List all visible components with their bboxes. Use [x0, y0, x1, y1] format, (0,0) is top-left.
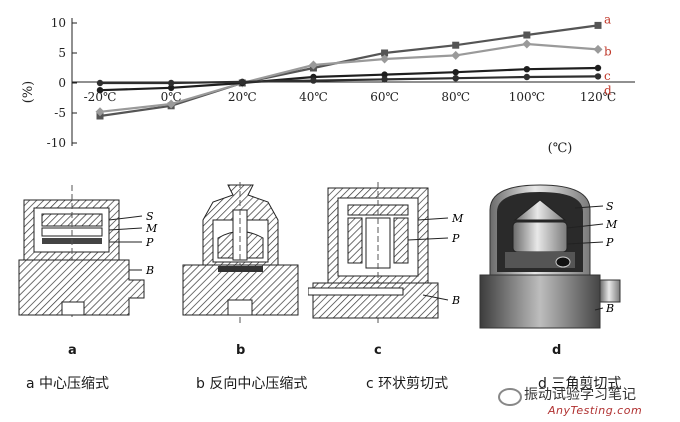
series-a-point: [381, 49, 389, 57]
label-b: B: [145, 264, 154, 277]
series-d-point: [594, 73, 602, 80]
series-d-point: [452, 75, 459, 82]
caption-b: b 反向中心压缩式: [196, 376, 308, 392]
y-tick-label: 10: [51, 16, 66, 30]
series-b-point: [308, 60, 318, 70]
series-a-point: [594, 21, 602, 29]
watermark-brand: 振动试验学习笔记: [524, 387, 636, 403]
series-d-label: d: [604, 83, 612, 97]
watermark-site: AnyTesting.com: [548, 404, 643, 417]
series-c-point: [167, 84, 175, 92]
series-b-point: [451, 50, 461, 60]
watermark-logo-icon: [498, 388, 522, 406]
series-d-line: [100, 75, 599, 85]
figure-letter-c: c: [374, 343, 382, 358]
label-m: M: [451, 212, 464, 225]
series-a-point: [523, 31, 531, 39]
figure-letter-a: a: [68, 343, 77, 358]
series-b-label: b: [604, 44, 612, 58]
series-c-point: [594, 64, 602, 72]
series-d-point: [523, 73, 531, 81]
temperature-sensitivity-chart: 10 5 0 -5 -10 -20℃ 0℃ 20℃ 40℃ 60℃ 80℃ 100℃ 120℃ a bc…: [21, 12, 635, 156]
series-d-point: [167, 79, 175, 87]
caption-c: c 环状剪切式: [366, 376, 449, 392]
series-c-point: [96, 87, 104, 94]
figure-b-inverted-center-compression: [178, 180, 303, 330]
series-b-point: [95, 107, 105, 117]
x-tick-label: 20℃: [228, 90, 257, 104]
series-a-line: [99, 24, 599, 118]
y-axis-label: (%): [21, 81, 36, 104]
x-tick-label: 80℃: [441, 90, 470, 104]
y-tick-label: 0: [58, 76, 66, 90]
series-c-line: [99, 66, 599, 92]
label-p: P: [605, 236, 614, 249]
figure-d-delta-shear: S M P B: [475, 180, 645, 330]
label-b: B: [605, 302, 614, 315]
series-b-point: [522, 39, 532, 49]
series-d-point: [381, 76, 388, 83]
x-tick-label: 60℃: [370, 90, 399, 104]
label-m: M: [605, 218, 618, 231]
figure-letter-b: b: [236, 343, 246, 358]
series-c-label: c: [604, 69, 611, 83]
series-c-point: [381, 71, 388, 78]
series-b-point: [166, 99, 176, 109]
caption-a: a 中心压缩式: [26, 376, 110, 392]
series-d-point: [96, 79, 104, 87]
label-p: P: [451, 232, 460, 245]
y-tick-label: -10: [47, 136, 66, 150]
label-b: B: [451, 294, 460, 307]
series-b-point: [593, 44, 603, 54]
y-tick-label: -5: [54, 106, 66, 120]
label-p: P: [145, 236, 154, 249]
x-tick-label: 40℃: [299, 90, 328, 104]
label-m: M: [145, 222, 158, 235]
x-tick-label: -20℃: [84, 90, 117, 104]
figure-c-annular-shear: M P B: [308, 180, 473, 330]
label-s: S: [606, 200, 614, 213]
series-b-point: [380, 54, 390, 64]
label-s: S: [146, 210, 154, 223]
x-tick-label: 0℃: [161, 90, 182, 104]
x-tick-label: 120℃: [580, 90, 616, 104]
series-c-point: [452, 69, 459, 76]
series-d-point: [310, 77, 317, 84]
series-c-point: [523, 66, 531, 73]
figure-letter-d: d: [552, 343, 562, 358]
caption-d: d 三角剪切式: [538, 376, 622, 392]
x-tick-label: 100℃: [509, 90, 545, 104]
series-a-label: a: [604, 12, 611, 26]
series-a-point: [452, 41, 460, 49]
x-axis-unit: (℃): [548, 141, 573, 156]
figure-a-center-compression: S M P B: [14, 180, 164, 330]
series-b-line: [99, 42, 599, 113]
series-d-point: [239, 78, 246, 86]
y-tick-label: 5: [58, 46, 66, 60]
